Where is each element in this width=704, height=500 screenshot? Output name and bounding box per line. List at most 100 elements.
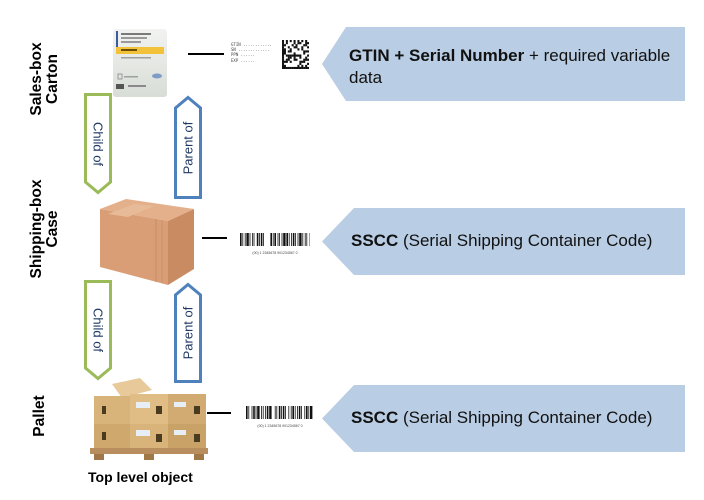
barcode-bar — [259, 233, 260, 246]
datamatrix-module — [291, 66, 294, 70]
barcode-bar — [240, 233, 242, 246]
datamatrix-module — [291, 44, 294, 47]
datamatrix-module — [299, 60, 302, 63]
relation-arrow-child-of-1: Child of — [84, 93, 112, 195]
datamatrix-module — [282, 62, 285, 65]
barcode-bar — [286, 233, 288, 246]
info-text-case: SSCC (Serial Shipping Container Code) — [351, 230, 681, 252]
datamatrix-module — [293, 40, 296, 43]
barcode-bar — [302, 233, 304, 246]
barcode-bar — [246, 406, 248, 419]
datamatrix-module — [285, 60, 288, 63]
barcode-bar — [253, 233, 255, 246]
barcode-bar — [252, 233, 253, 246]
info-arrow-case: SSCC (Serial Shipping Container Code) — [322, 208, 685, 275]
datamatrix-module — [299, 62, 302, 65]
datamatrix-module — [285, 58, 288, 61]
datamatrix-icon — [282, 40, 310, 70]
barcode-bar — [274, 233, 276, 246]
barcode-bar — [256, 233, 259, 246]
case-barcode: (00) 1 2345678 901234567 0 — [240, 233, 312, 255]
barcode-bar — [288, 406, 290, 419]
barcode-bar — [242, 233, 244, 246]
barcode-bar — [262, 406, 264, 419]
relation-arrow-outline — [84, 93, 112, 195]
barcode-bar — [294, 406, 296, 419]
datamatrix-module — [301, 60, 304, 63]
datamatrix-module — [283, 52, 286, 55]
barcode-bar — [244, 233, 246, 246]
hri-line: EXP ...... — [231, 57, 256, 63]
datamatrix-module — [289, 56, 292, 59]
datamatrix-module — [283, 44, 286, 47]
datamatrix-module — [305, 56, 308, 59]
level-label-line1: Sales-box — [28, 42, 45, 116]
datamatrix-module — [287, 46, 290, 49]
barcode-bar — [301, 406, 302, 419]
datamatrix-module — [295, 46, 298, 49]
datamatrix-module — [295, 58, 298, 61]
barcode-bar — [261, 406, 262, 419]
datamatrix-module — [282, 56, 285, 59]
barcode-bar — [257, 406, 260, 419]
barcode-bar — [266, 406, 269, 419]
barcode-bar — [310, 406, 313, 419]
datamatrix-module — [282, 42, 285, 45]
barcode-bar — [281, 233, 283, 246]
pallet-barcode: (00) 1 2345678 901234567 0 — [246, 406, 318, 428]
barcode-bar — [260, 233, 263, 246]
barcode-bar — [274, 406, 276, 419]
carton-icon — [113, 29, 167, 97]
info-arrow-carton: GTIN + Serial Number + required variable… — [322, 27, 685, 101]
datamatrix-module — [295, 54, 298, 57]
relation-arrow-parent-of-1: Parent of — [174, 95, 202, 199]
box-icon — [100, 199, 194, 285]
barcode-bar — [292, 406, 294, 419]
barcode-bar — [297, 233, 299, 246]
datamatrix-module — [293, 46, 296, 49]
datamatrix-module — [305, 44, 308, 47]
barcode-bar — [281, 406, 282, 419]
down-arrow-outline-icon — [84, 93, 112, 195]
datamatrix-module — [305, 50, 308, 53]
barcode-icon — [240, 233, 312, 246]
datamatrix-module — [289, 66, 292, 70]
datamatrix-module — [307, 46, 310, 49]
connector-line-pallet — [207, 412, 231, 414]
down-arrow-outline-icon — [84, 280, 112, 381]
datamatrix-module — [301, 40, 304, 43]
datamatrix-module — [305, 42, 308, 45]
pallet-image — [90, 376, 210, 462]
datamatrix-module — [305, 64, 308, 68]
datamatrix-module — [287, 66, 290, 70]
barcode-bar — [279, 233, 280, 246]
barcode-bar — [277, 233, 279, 246]
datamatrix-module — [303, 44, 306, 47]
datamatrix-module — [287, 58, 290, 61]
level-label-line2: Carton — [44, 54, 61, 104]
barcode-bar — [288, 233, 290, 246]
datamatrix-module — [287, 56, 290, 59]
hri-line: GTIN ............ — [231, 42, 272, 47]
connector-line-carton — [188, 53, 224, 55]
barcode-bar — [290, 406, 292, 419]
datamatrix-module — [293, 42, 296, 45]
barcode-bar — [276, 406, 278, 419]
datamatrix-module — [299, 56, 302, 59]
datamatrix-module — [285, 54, 288, 57]
barcode-bar — [299, 233, 302, 246]
barcode-bar — [283, 233, 286, 246]
datamatrix-module — [287, 54, 290, 57]
datamatrix-module — [282, 58, 285, 61]
datamatrix-module — [282, 60, 285, 63]
relation-label: Child of — [90, 307, 106, 353]
datamatrix-module — [297, 42, 300, 45]
datamatrix-module — [293, 52, 296, 55]
barcode-bar — [291, 233, 292, 246]
datamatrix-module — [301, 48, 304, 51]
barcode-bar — [248, 406, 250, 419]
info-arrow-pallet: SSCC (Serial Shipping Container Code) — [322, 385, 685, 452]
datamatrix-module — [307, 66, 310, 70]
datamatrix-module — [289, 54, 292, 57]
datamatrix-module — [307, 42, 310, 45]
